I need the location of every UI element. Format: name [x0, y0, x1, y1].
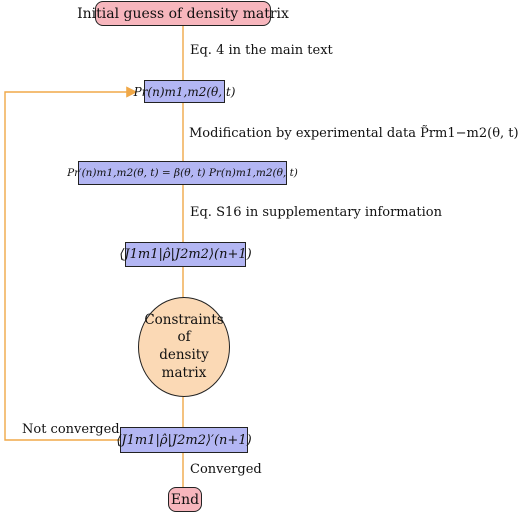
edge-label-modification: Modification by experimental data P̃rm1−…	[189, 126, 519, 141]
start-node: Initial guess of density matrix	[77, 1, 289, 26]
constraints-label-line1: Constraints of	[144, 311, 224, 346]
edge-label-eq-s16: Eq. S16 in supplementary information	[190, 205, 442, 220]
edge-label-eq4: Eq. 4 in the main text	[190, 43, 333, 58]
edge-label-not-converged: Not converged	[22, 422, 120, 437]
loop-back-connector	[4, 86, 138, 441]
edge-label-converged: Converged	[190, 462, 262, 477]
end-node: End	[168, 487, 202, 512]
flowchart: Initial guess of density matrix Eq. 4 in…	[4, 1, 519, 512]
modified-probability-node: Pr′(n)m1,m2(θ, t) = β(θ, t) Pr(n)m1,m2(θ…	[67, 161, 298, 185]
connector-lines	[4, 26, 184, 487]
constraints-node: Constraints of density matrix	[138, 297, 230, 397]
expectation-node: ⟨J1m1|ρ̂|J2m2⟩(n+1)	[119, 242, 252, 267]
constrained-expectation-node: ⟨J1m1|ρ̂|J2m2⟩′(n+1)	[116, 427, 252, 453]
constraints-label-line2: density matrix	[159, 347, 209, 381]
probability-node: Pr(n)m1,m2(θ, t)	[134, 80, 235, 103]
